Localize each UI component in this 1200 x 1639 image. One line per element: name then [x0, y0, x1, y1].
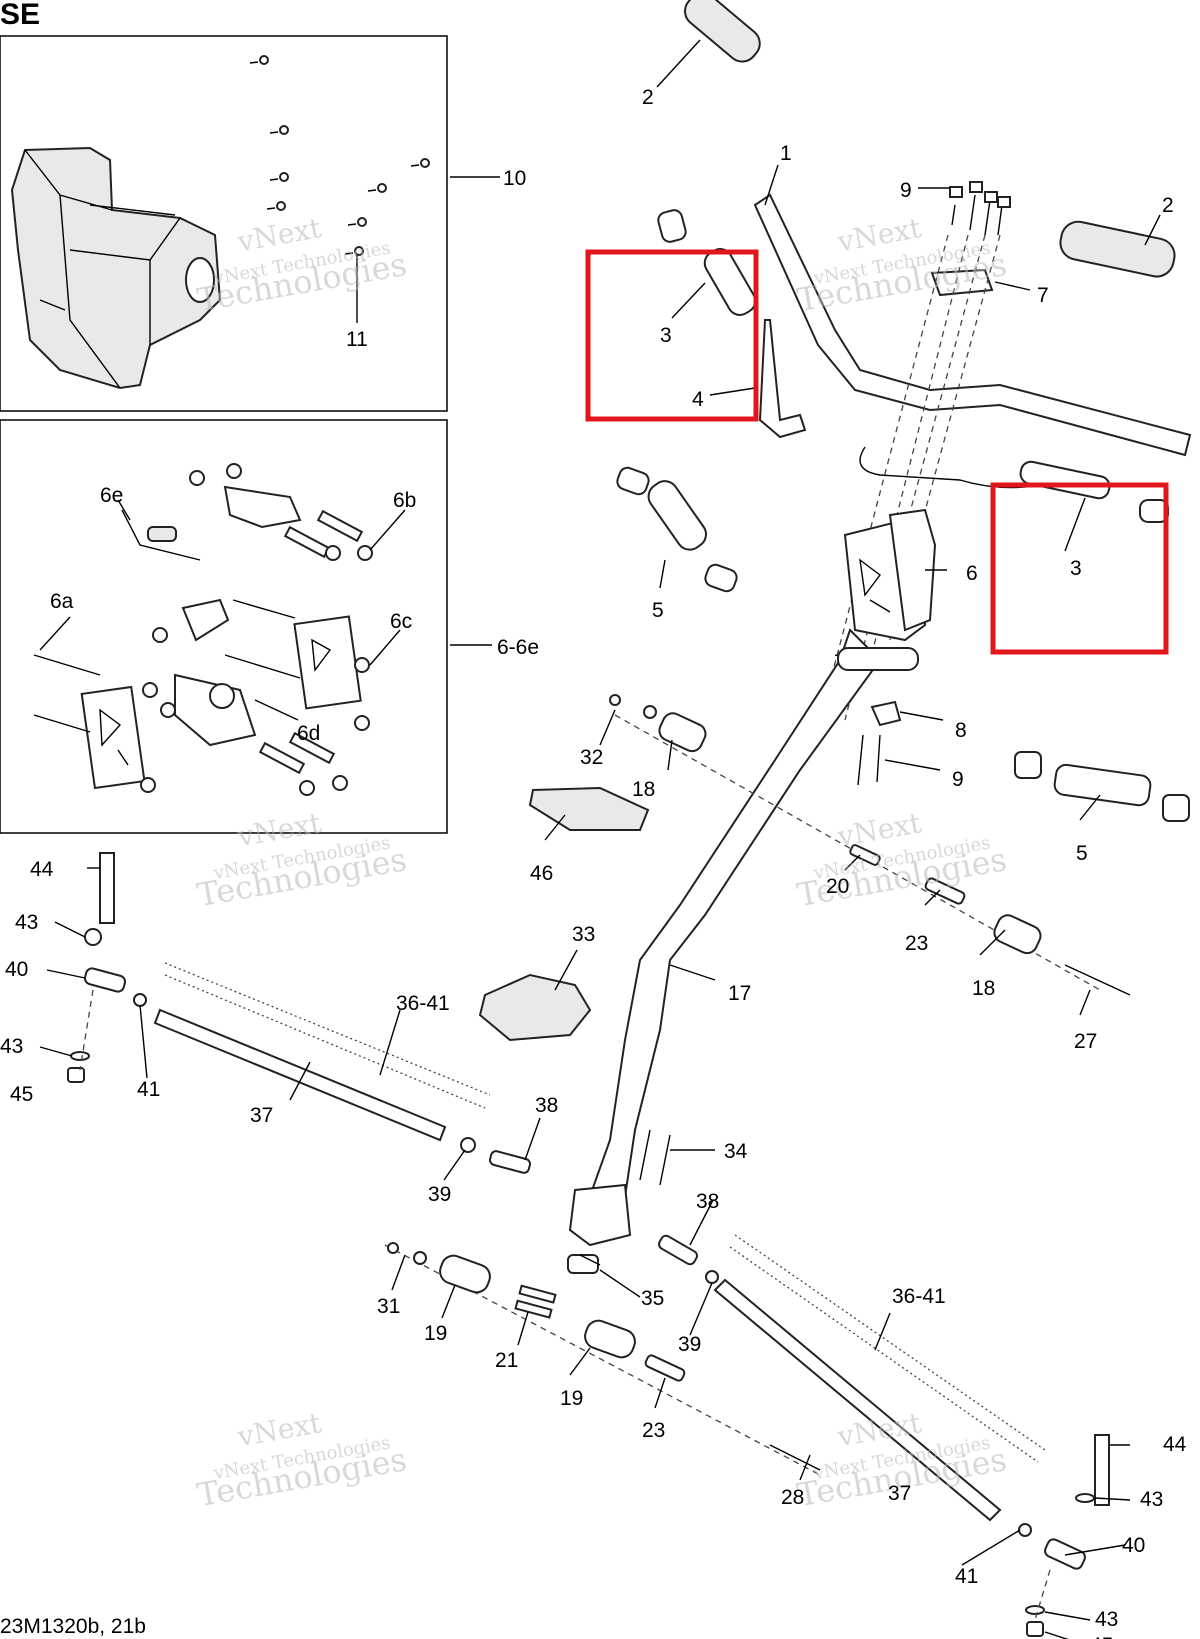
ball-joint-right: [1018, 1434, 1110, 1637]
callout-8: 8: [955, 719, 967, 742]
diagram-reference: 23M1320b, 21b: [0, 1615, 146, 1638]
callout-5-right: 5: [1076, 842, 1088, 865]
inset-box-riser: [0, 419, 448, 834]
callout-5-left: 5: [652, 599, 664, 622]
callout-28: 28: [781, 1486, 804, 1509]
bolt-9-lower: [857, 734, 881, 786]
callout-43-right-top: 43: [1140, 1488, 1163, 1511]
tie-rod-left: [153, 962, 532, 1174]
cover-part: [478, 973, 592, 1042]
callout-17: 17: [728, 982, 751, 1005]
callout-3-left: 3: [660, 324, 672, 347]
callout-37-right: 37: [888, 1482, 911, 1505]
callout-44-right: 44: [1163, 1433, 1187, 1456]
callout-18-top: 18: [632, 778, 655, 801]
callout-46: 46: [530, 862, 553, 885]
callout-35: 35: [641, 1287, 664, 1310]
grip-part: [684, 0, 1176, 278]
callout-2-top: 2: [642, 86, 654, 109]
callout-38-right: 38: [696, 1190, 719, 1213]
callout-9-bottom: 9: [952, 768, 964, 791]
callout-18-bottom: 18: [972, 977, 995, 1000]
callout-4: 4: [692, 388, 704, 411]
callout-44-left: 44: [30, 858, 54, 881]
callout-11: 11: [346, 328, 368, 351]
lower-linkage: [387, 1242, 821, 1471]
callout-19-right: 19: [560, 1387, 583, 1410]
bushing-right-part: [1019, 460, 1169, 523]
callout-34: 34: [724, 1140, 748, 1163]
callout-9-top: 9: [900, 179, 912, 202]
inset-box-visor: [0, 35, 448, 412]
callout-43-left-bottom: 43: [0, 1035, 23, 1058]
callout-41-left: 41: [137, 1078, 160, 1101]
callout-41-right: 41: [955, 1565, 978, 1588]
highlight-box-right: [990, 482, 1169, 655]
leader-lines: [39, 39, 1161, 1639]
callout-23-bottom: 23: [642, 1419, 665, 1442]
callout-6: 6: [966, 562, 978, 585]
callout-20: 20: [826, 875, 849, 898]
callout-45-right: 45: [1090, 1634, 1113, 1639]
callout-6b: 6b: [393, 489, 416, 512]
callout-10: 10: [503, 167, 526, 190]
bushing-left-part: [657, 209, 807, 439]
handlebar-part: [753, 193, 1192, 457]
callout-39-right: 39: [678, 1333, 701, 1356]
clamp-part: [930, 181, 1011, 297]
callout-6d: 6d: [297, 722, 320, 745]
callout-43-right-bottom: 43: [1095, 1608, 1118, 1631]
tie-rod-right: [658, 1234, 1046, 1522]
callout-21: 21: [495, 1349, 518, 1372]
callout-32: 32: [580, 746, 603, 769]
callout-6a: 6a: [50, 590, 74, 613]
plate-part: [528, 786, 650, 831]
clamp-18-lower: [849, 844, 1131, 996]
callout-45-left: 45: [10, 1083, 33, 1106]
wire-part: [859, 446, 1041, 489]
callout-7: 7: [1037, 284, 1049, 307]
ball-joint-left: [67, 852, 147, 1083]
bushing-part: [616, 466, 1190, 822]
callout-40-left: 40: [5, 958, 28, 981]
callout-27: 27: [1074, 1030, 1097, 1053]
callout-38-left: 38: [535, 1094, 558, 1117]
callout-3-right: 3: [1070, 557, 1082, 580]
callout-6-6e: 6-6e: [497, 636, 539, 659]
riser-assembly-parts: [33, 463, 373, 796]
callout-6e: 6e: [100, 484, 123, 507]
riser-part: [843, 508, 937, 642]
callout-23-top: 23: [905, 932, 928, 955]
callout-36-41-right: 36-41: [892, 1285, 946, 1308]
visor-screws: [249, 55, 430, 256]
callout-43-left-top: 43: [15, 911, 38, 934]
callout-33: 33: [572, 923, 595, 946]
callout-2-right: 2: [1162, 194, 1174, 217]
callout-40-right: 40: [1122, 1534, 1145, 1557]
callout-39-left: 39: [428, 1183, 451, 1206]
diagram-title: SE: [0, 0, 40, 31]
callout-1: 1: [780, 142, 792, 165]
callout-37-left: 37: [250, 1104, 273, 1127]
visor-cover-part: [10, 146, 222, 390]
callout-31: 31: [377, 1295, 400, 1318]
callout-19-left: 19: [424, 1322, 447, 1345]
callout-6c: 6c: [390, 610, 412, 633]
clamp-18-upper: [609, 694, 707, 753]
callout-labels: 1 2 2 3 3 4 5 5 6 6a 6b 6c 6d 6e 6-6e 7 …: [0, 86, 1187, 1639]
callout-36-41-left: 36-41: [396, 992, 450, 1015]
bolt-34: [639, 1129, 671, 1186]
highlight-box-left: [585, 249, 759, 422]
